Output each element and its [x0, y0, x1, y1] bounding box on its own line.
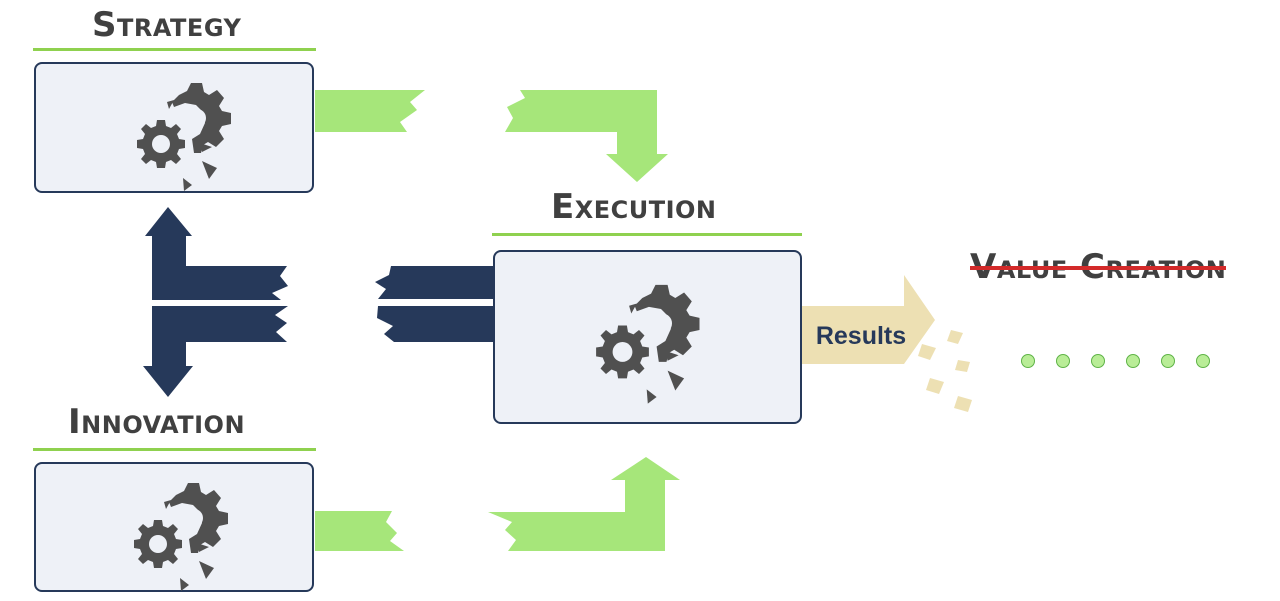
navy-downward-arrow — [143, 306, 288, 397]
strategy-title: Strategy — [92, 5, 242, 45]
execution-box — [493, 250, 802, 424]
results-label: Results — [815, 322, 907, 350]
value-creation: Value Creation — [970, 250, 1227, 284]
strategy-broken-arrow-out — [315, 90, 425, 132]
strikethrough-line — [970, 266, 1227, 270]
trail-dot — [1056, 354, 1070, 368]
strategy-box — [34, 62, 314, 193]
navy-upward-arrow — [145, 207, 288, 300]
strategy-broken-arrow-in — [505, 90, 668, 182]
innovation-broken-arrow-in — [488, 457, 680, 551]
results-arrow — [801, 275, 935, 364]
execution-underline — [492, 233, 802, 236]
trail-dot — [1091, 354, 1105, 368]
results-fragment — [955, 360, 970, 372]
broken-gears-icon — [596, 284, 700, 404]
execution-broken-arrow-upper — [375, 266, 494, 299]
trail-dot — [1126, 354, 1140, 368]
innovation-broken-arrow-out — [315, 511, 404, 551]
innovation-underline — [33, 448, 316, 451]
broken-gears-icon — [137, 83, 231, 191]
results-fragment — [926, 378, 944, 394]
results-fragment — [954, 396, 972, 412]
execution-broken-arrow-lower — [377, 306, 494, 342]
results-fragment — [947, 330, 963, 344]
innovation-box — [34, 462, 314, 592]
trail-dot — [1196, 354, 1210, 368]
trail-dot — [1161, 354, 1175, 368]
broken-gears-icon — [134, 483, 228, 591]
innovation-title: Innovation — [68, 402, 246, 442]
strategy-underline — [33, 48, 316, 51]
trail-dot — [1021, 354, 1035, 368]
results-fragment — [918, 344, 936, 360]
execution-title: Execution — [551, 187, 717, 227]
